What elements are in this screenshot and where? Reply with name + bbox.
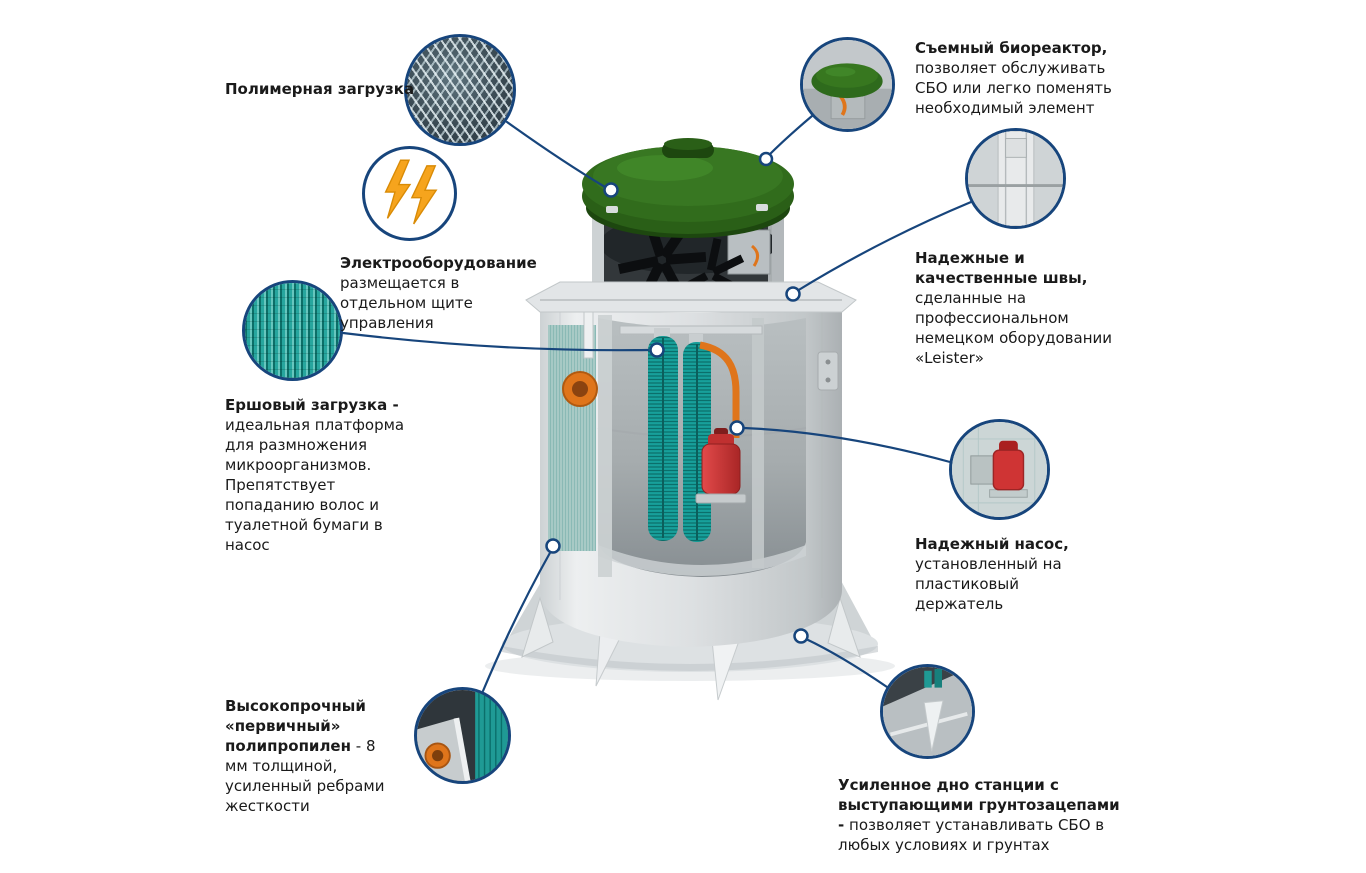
note-brush-media-title: Ершовый загрузка - [225,396,399,414]
note-pump: Надежный насос, установленный на пластик… [915,534,1095,614]
note-brush-media-body: идеальная платформа для размножения микр… [225,416,405,554]
node-polymer-media [603,182,619,198]
callout-photo-brush-media [242,280,343,381]
note-pump-title: Надежный насос, [915,535,1069,553]
note-polypropylene: Высокопрочный «первичный» полипропилен -… [225,696,395,816]
connector-lines [341,114,973,693]
note-bioreactor-title: Съемный биореактор, [915,39,1108,57]
partition-right [752,318,764,568]
note-pump-body: установленный на пластиковый держатель [915,555,1062,613]
bioreactor-lid-image [803,40,892,129]
connector-wall [481,549,553,693]
node-bottom [793,628,809,644]
green-lid [582,138,794,238]
note-brush-media: Ершовый загрузка - идеальная платформа д… [225,395,420,555]
callout-photo-polymer-media [404,34,516,146]
note-electrical-title: Электрооборудование [340,254,537,272]
pump-pipe [699,341,740,438]
note-seams-title: Надежные и качественные швы, [915,249,1088,287]
note-electrical: Электрооборудование размещается в отдель… [340,253,545,333]
note-polymer-media-title: Полимерная загрузка [225,80,415,98]
lightning-icon [384,159,438,225]
note-bottom: Усиленное дно станции с выступающими гру… [838,775,1128,855]
note-bioreactor: Съемный биореактор, позволяет обслуживат… [915,38,1120,118]
callout-photo-seams [965,128,1066,229]
callout-photo-wall-section [414,687,511,784]
node-bioreactor [758,151,774,167]
brush-media-image [245,283,340,378]
pump-image [952,422,1047,517]
note-bottom-body: позволяет устанавливать СБО в любых усло… [838,816,1105,854]
note-polymer-media: Полимерная загрузка [225,79,425,99]
node-brush-media [649,342,665,358]
partition-left [598,315,612,577]
note-bottom-title: Усиленное дно станции с выступающими гру… [838,776,1120,834]
callout-photo-bioreactor [800,37,895,132]
connector-seams [795,200,973,293]
wall-section-image [417,690,508,781]
callout-photo-pump [949,419,1050,520]
note-seams-body: сделанные на профессиональном немецком о… [915,289,1112,367]
connector-pump [742,426,952,464]
note-polypropylene-title: Высокопрочный «первичный» полипропилен [225,697,366,755]
welded-seams-image [968,131,1063,226]
connector-bottom [804,637,889,689]
note-polypropylene-body: - 8 мм толщиной, усиленный ребрами жестк… [225,737,385,815]
node-pump [729,420,745,436]
pump [695,428,747,504]
node-wall [545,538,561,554]
reinforced-bottom-image [883,667,972,756]
inlet-pipe [562,371,598,407]
callout-photo-electrical [362,146,457,241]
connector-polymer-media [505,120,607,189]
wall-bracket [817,351,839,391]
station-illustration [485,138,895,701]
note-seams: Надежные и качественные швы, сделанные н… [915,248,1130,368]
left-chamber-media [548,325,596,551]
connector-nodes [545,151,809,644]
polymer-mesh-image [407,37,513,143]
connector-brush-media [341,331,650,352]
node-seams [785,286,801,302]
note-bioreactor-body: позволяет обслуживать СБО или легко поме… [915,59,1112,117]
note-electrical-body: размещается в отдельном щите управления [340,274,473,332]
callout-photo-bottom [880,664,975,759]
